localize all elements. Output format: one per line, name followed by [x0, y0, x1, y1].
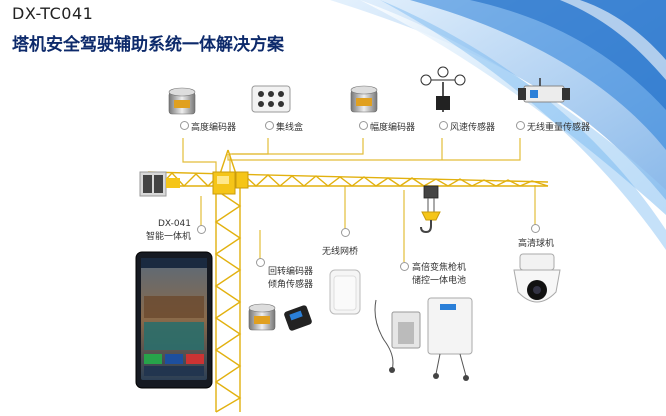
- model-number: DX-TC041: [12, 4, 94, 23]
- marker-dot: [531, 224, 540, 233]
- marker-dot: [197, 225, 206, 234]
- amplitude-encoder-device: [350, 85, 378, 113]
- label-smart-terminal-model: DX-041: [157, 219, 192, 229]
- marker-dot: [180, 121, 189, 130]
- label-amplitude-encoder: 幅度编码器: [370, 123, 416, 133]
- label-smart-terminal: DX-041 智能一体机: [146, 218, 191, 244]
- wireless-bridge-device: [329, 269, 361, 315]
- marker-dot: [439, 121, 448, 130]
- marker-dot: [359, 121, 368, 130]
- page-title: 塔机安全驾驶辅助系统一体解决方案: [12, 35, 284, 55]
- junction-box-device: [251, 85, 291, 113]
- label-smart-terminal-name: 智能一体机: [146, 232, 192, 242]
- battery-box-device: [427, 297, 473, 381]
- label-wireless-bridge: 无线网桥: [322, 247, 359, 257]
- zoom-camera-device: [374, 299, 421, 373]
- marker-dot: [341, 228, 350, 237]
- label-hd-camera: 高清球机: [518, 239, 555, 249]
- marker-dot: [516, 121, 525, 130]
- connector-lines: [182, 138, 536, 262]
- crane-hook: [420, 185, 441, 234]
- label-height-encoder: 高度编码器: [191, 123, 237, 133]
- marker-dot: [265, 121, 274, 130]
- label-zoom-camera: 高倍变焦枪机 储控一体电池: [412, 262, 466, 288]
- marker-dot: [400, 262, 409, 271]
- hd-dome-camera-device: [513, 253, 561, 303]
- label-zoom-camera-line1: 高倍变焦枪机: [412, 263, 467, 273]
- label-junction-box: 集线盒: [276, 123, 304, 133]
- smart-terminal-device: [135, 251, 213, 389]
- label-zoom-camera-line2: 储控一体电池: [412, 276, 467, 286]
- background-swoosh: [330, 0, 666, 250]
- wind-sensor-device: [420, 66, 466, 112]
- label-slew-encoder-line2: 倾角传感器: [268, 280, 314, 290]
- tilt-sensor-device: [284, 305, 312, 331]
- wireless-weight-device: [518, 78, 570, 103]
- height-encoder-device: [168, 87, 196, 115]
- label-slew-encoder: 回转编码器 倾角传感器: [268, 266, 313, 292]
- label-wireless-weight: 无线重量传感器: [527, 123, 591, 133]
- slew-encoder-device: [248, 303, 276, 331]
- label-wind-sensor: 风速传感器: [450, 123, 496, 133]
- marker-dot: [256, 258, 265, 267]
- label-slew-encoder-line1: 回转编码器: [268, 267, 314, 277]
